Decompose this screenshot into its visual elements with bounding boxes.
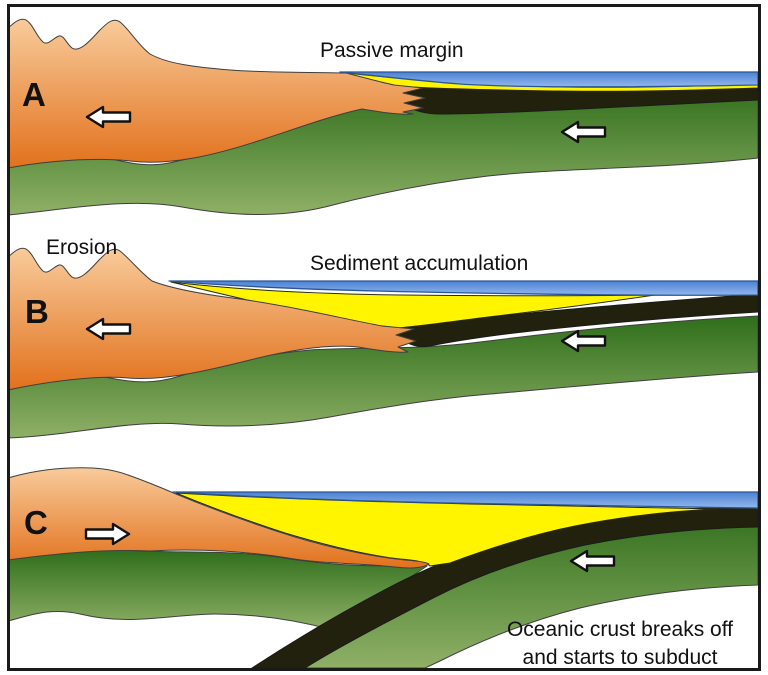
panel-label-c: C	[24, 504, 48, 541]
ocean-water-b	[168, 280, 758, 296]
continent-b	[10, 247, 417, 391]
caption-subduction-line1: Oceanic crust breaks off	[506, 618, 734, 641]
caption-sediment-accumulation: Sediment accumulation	[310, 252, 529, 275]
caption-erosion: Erosion	[46, 236, 118, 259]
ocean-water-a	[339, 71, 758, 88]
panel-label-b: B	[25, 293, 49, 330]
panel-label-a: A	[22, 76, 46, 113]
continent-a	[10, 18, 426, 169]
oceanic-crust-b	[391, 293, 758, 348]
ocean-water-c	[172, 491, 758, 509]
caption-passive-margin: Passive margin	[320, 39, 464, 62]
caption-subduction: Oceanic crust breaks off and starts to s…	[480, 616, 760, 672]
caption-subduction-line2: and starts to subduct	[522, 646, 718, 669]
oceanic-crust-subducting-c	[251, 505, 758, 668]
